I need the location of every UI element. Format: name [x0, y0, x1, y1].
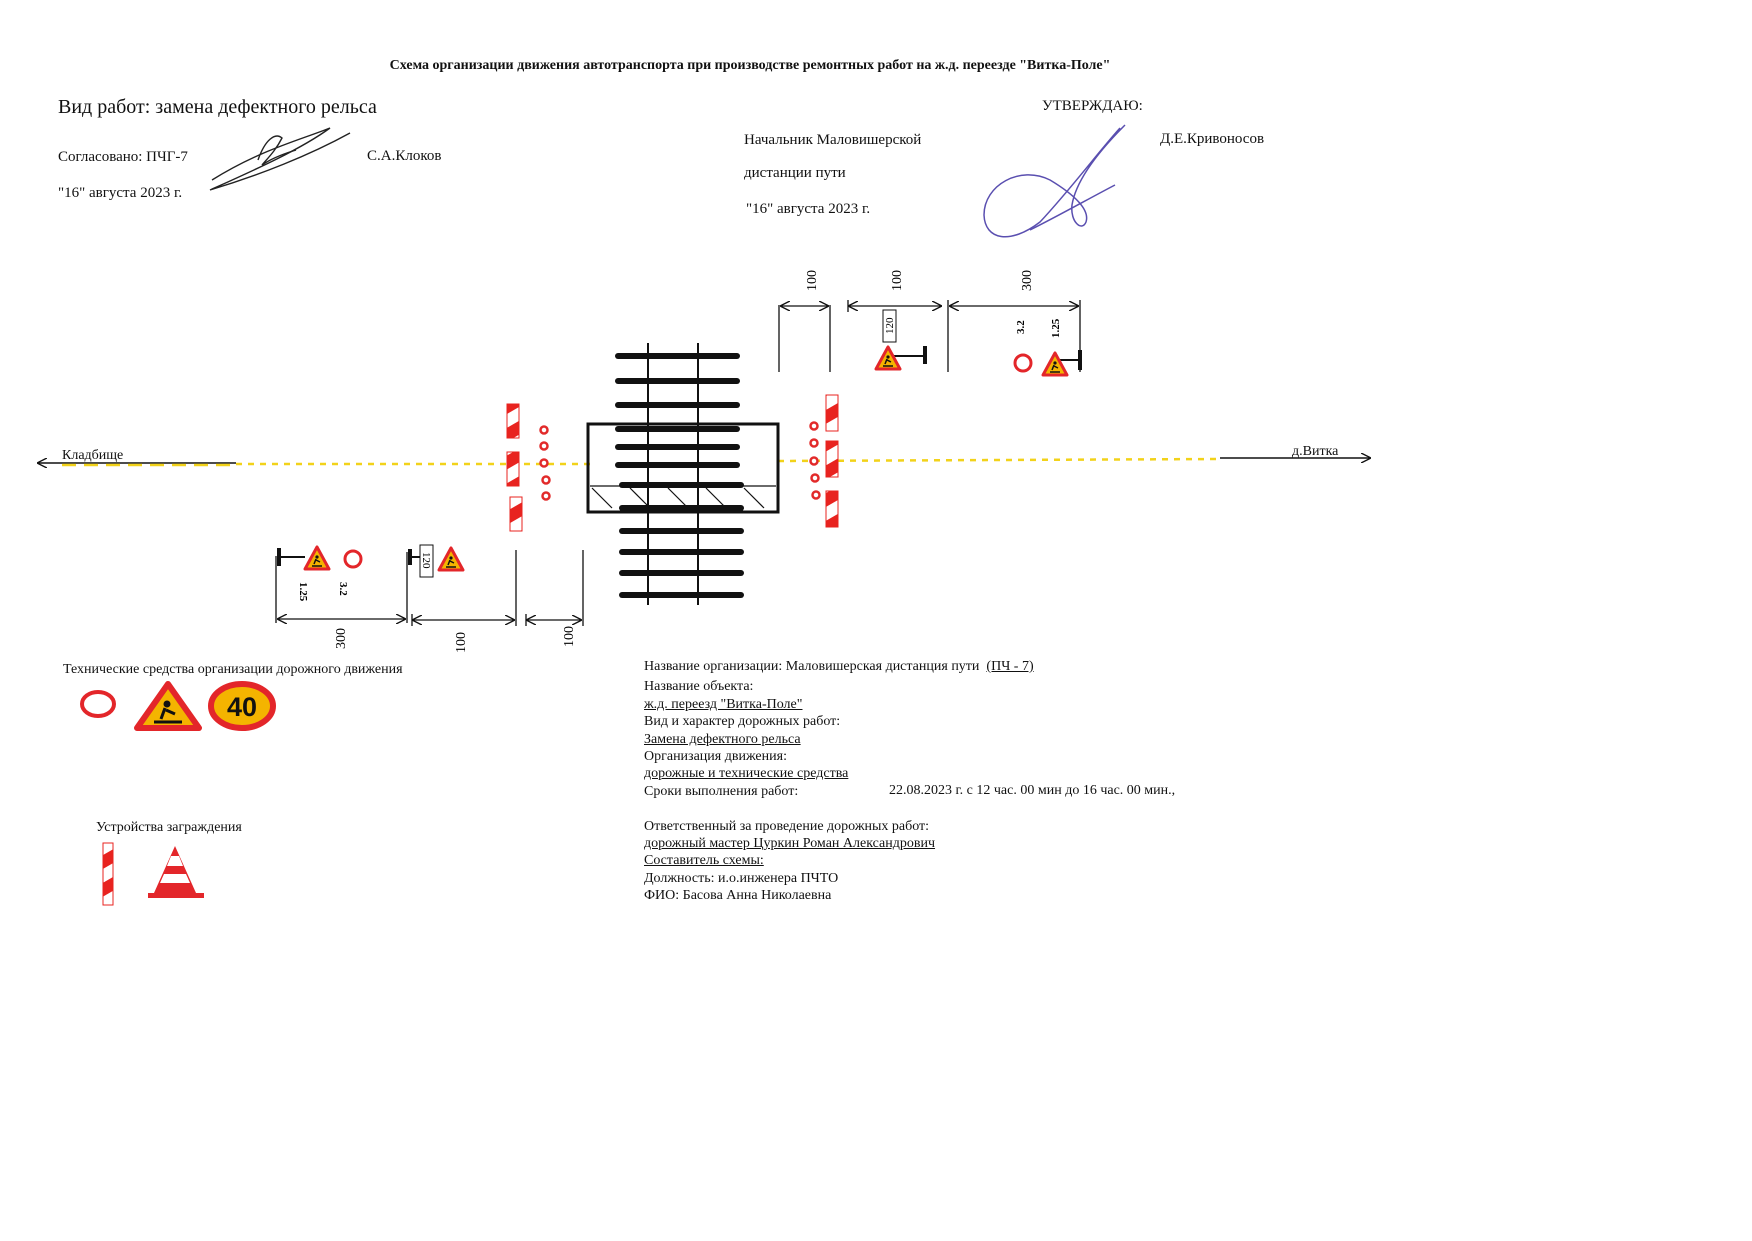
- sign-bottom-32-label: 3.2: [337, 582, 349, 596]
- barrier-right: [825, 394, 839, 528]
- agreed-date: "16" августа 2023 г.: [58, 185, 183, 201]
- legend-roadwork-sign: [134, 681, 202, 731]
- sign-bottom-125-label: 1.25: [297, 582, 309, 602]
- object-value: ж.д. переезд "Витка-Поле": [644, 697, 803, 712]
- signal-lights-left: [539, 425, 551, 501]
- sign-group-bottom-near: 120: [408, 544, 465, 578]
- signature-klokov: [209, 127, 351, 191]
- railway-sleepers: [615, 353, 744, 598]
- deadline-value: 22.08.2023 г. с 12 час. 00 мин до 16 час…: [889, 783, 1176, 798]
- roadwork-sign-top-near: [874, 345, 902, 371]
- sign-bottom-120-label: 120: [420, 552, 432, 569]
- work-kind-value: Замена дефектного рельса: [644, 732, 801, 747]
- traffic-org-label: Организация движения:: [644, 749, 787, 764]
- dim-bottom-1: 300: [334, 628, 349, 649]
- legend-no-entry-sign: [80, 690, 116, 718]
- legend-speed-limit-value: 40: [227, 692, 257, 722]
- no-entry-sign-top: [1013, 353, 1033, 373]
- approver-date: "16" августа 2023 г.: [746, 201, 871, 217]
- traffic-org-value: дорожные и технические средства: [644, 766, 849, 781]
- sign-group-top-near: 120: [874, 309, 927, 371]
- position-line: Должность: и.о.инженера ПЧТО: [644, 871, 839, 886]
- author-label: Составитель схемы:: [644, 853, 764, 868]
- dimension-lines-top: [778, 300, 1081, 372]
- approve-label: УТВЕРЖДАЮ:: [1042, 98, 1143, 114]
- work-type-heading: Вид работ: замена дефектного рельса: [58, 96, 377, 118]
- sign-group-top-far: 3.2 1.25: [1013, 318, 1082, 377]
- barrier-left: [506, 403, 523, 532]
- legend-barrier-post: [102, 842, 114, 906]
- sign-group-bottom-far: 1.25 3.2: [277, 545, 363, 602]
- fio-line: ФИО: Басова Анна Николаевна: [644, 888, 832, 903]
- roadwork-sign-bottom-far: [303, 545, 331, 571]
- dim-bottom-3: 100: [562, 626, 577, 647]
- approver-position-line2: дистанции пути: [744, 165, 846, 181]
- responsible-value: дорожный мастер Цуркин Роман Александров…: [644, 836, 936, 851]
- document-title: Схема организации движения автотранспорт…: [389, 58, 1111, 73]
- roadwork-sign-top-far: [1041, 351, 1069, 377]
- dim-top-2: 100: [890, 270, 905, 291]
- signature-krivonosov: [983, 124, 1126, 238]
- deadline-label: Сроки выполнения работ:: [644, 784, 799, 799]
- dim-top-3: 300: [1020, 270, 1035, 291]
- legend-traffic-cone: [148, 846, 204, 898]
- signal-lights-right: [809, 421, 821, 500]
- dimension-lines-bottom: [275, 550, 584, 626]
- responsible-label: Ответственный за проведение дорожных раб…: [644, 819, 930, 834]
- dim-top-1: 100: [805, 270, 820, 291]
- sign-top-125-label: 1.25: [1050, 318, 1062, 338]
- legend-speed-limit-sign: 40: [208, 681, 276, 731]
- sign-top-120-label: 120: [884, 317, 896, 334]
- approver-position-line1: Начальник Маловишерской: [744, 132, 922, 148]
- tech-means-title: Технические средства организации дорожно…: [63, 662, 403, 677]
- road-label-right: д.Витка: [1292, 444, 1339, 459]
- barriers-title: Устройства заграждения: [96, 820, 242, 835]
- approver-name: Д.Е.Кривоносов: [1160, 131, 1265, 147]
- no-entry-sign-bottom: [343, 549, 363, 569]
- agreed-label: Согласовано: ПЧГ-7: [58, 149, 188, 165]
- center-line-right: [777, 457, 1221, 463]
- sign-top-32-label: 3.2: [1015, 320, 1027, 334]
- work-zone-hatching: [590, 485, 776, 509]
- agreed-name: С.А.Клоков: [367, 148, 442, 164]
- roadwork-sign-bottom-near: [437, 546, 465, 572]
- object-label: Название объекта:: [644, 679, 754, 694]
- org-name: Название организации: Маловишерская дист…: [644, 659, 980, 674]
- dim-bottom-2: 100: [454, 632, 469, 653]
- work-zone-box: [586, 422, 780, 514]
- road-label-left: Кладбище: [62, 448, 123, 463]
- work-kind-label: Вид и характер дорожных работ:: [644, 714, 841, 729]
- org-label: Название организации: Маловишерская дист…: [644, 659, 1034, 675]
- org-code: (ПЧ - 7): [986, 659, 1034, 674]
